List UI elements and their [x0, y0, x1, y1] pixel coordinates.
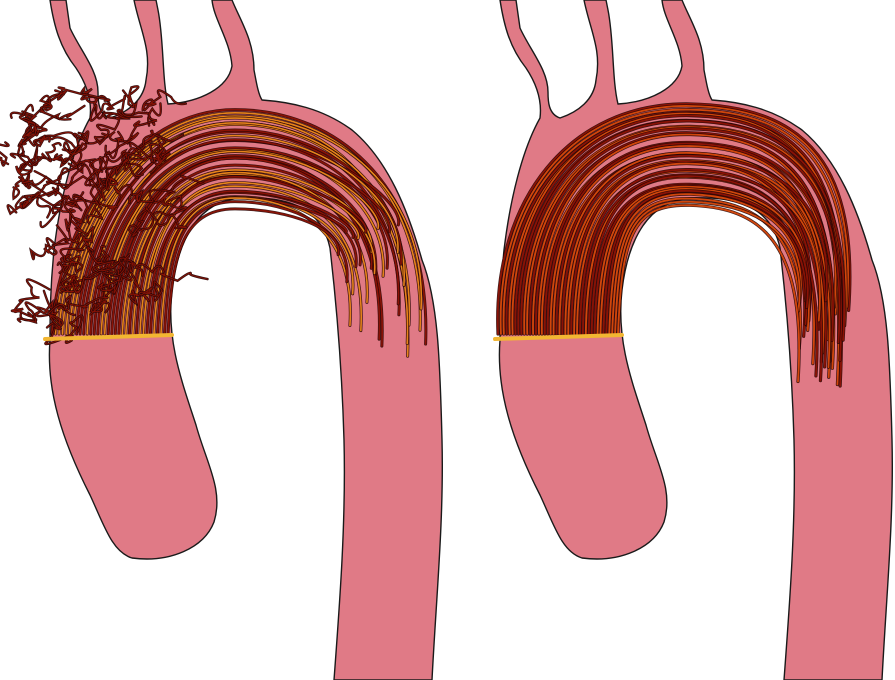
vortex-streamline	[22, 167, 69, 208]
vortex-streamline	[121, 140, 152, 179]
streamline	[520, 119, 846, 342]
vortex-streamline	[135, 263, 208, 282]
streamline	[605, 189, 809, 335]
vortex-streamline	[103, 85, 139, 119]
streamline	[139, 185, 362, 335]
vortex-streamline	[60, 274, 80, 293]
vortex-streamline	[7, 189, 59, 215]
vortex-streamline	[150, 149, 171, 174]
vortex-streamline	[80, 87, 112, 119]
vortex-streamline	[71, 256, 125, 294]
streamline	[167, 208, 340, 335]
streamline	[107, 154, 383, 347]
vortex-streamline	[10, 152, 73, 166]
vortex-streamline	[19, 104, 40, 136]
vortex-streamline	[39, 95, 85, 120]
vortex-streamline	[99, 131, 124, 170]
streamline	[114, 157, 381, 340]
streamline	[529, 127, 841, 344]
vortex-streamline	[105, 156, 130, 191]
streamline	[142, 181, 359, 335]
vortex-streamline	[122, 130, 184, 158]
vortex-streamline	[89, 179, 133, 210]
vortex-streamline	[84, 156, 104, 187]
vortex-streamline	[38, 94, 86, 121]
streamline	[587, 175, 811, 335]
vortex-streamline	[70, 196, 89, 236]
streamline	[614, 200, 801, 335]
streamlines-right	[496, 102, 852, 388]
streamline	[166, 207, 340, 336]
vortex-streamline	[138, 281, 163, 302]
streamline	[608, 193, 802, 335]
vortex-streamline	[0, 141, 9, 167]
vortex-streamline	[22, 164, 86, 190]
vortex-streamline	[142, 89, 187, 111]
streamline	[58, 115, 422, 335]
streamline	[75, 130, 400, 335]
inlet-plane-right	[493, 333, 624, 341]
vortex-streamline	[117, 254, 137, 276]
vortex-streamline	[63, 141, 87, 169]
vortex-streamline	[17, 290, 54, 323]
vortex-streamline	[33, 133, 89, 150]
streamline	[596, 185, 808, 335]
streamline	[611, 197, 802, 350]
streamline	[149, 190, 354, 335]
vortex-streamline	[94, 117, 123, 145]
streamline	[617, 204, 800, 383]
vortex-streamline	[105, 103, 162, 155]
panel-right	[493, 0, 894, 680]
streamline	[117, 164, 373, 335]
vortex-streamline	[11, 278, 51, 317]
vortex-streamline	[90, 95, 143, 122]
streamline	[496, 103, 851, 335]
vortex-streamline	[97, 272, 121, 294]
streamline	[89, 138, 400, 335]
vortex-streamline	[47, 303, 70, 330]
vortex-streamline	[22, 113, 71, 141]
vortex-streamline	[105, 134, 166, 163]
inlet-plane-left	[43, 333, 174, 341]
streamline	[502, 108, 847, 335]
vortex-streamline	[132, 207, 187, 237]
streamline	[79, 129, 402, 335]
streamlines-left	[0, 85, 428, 358]
streamline	[616, 203, 801, 384]
streamline	[579, 168, 812, 335]
vortex-streamline	[153, 191, 183, 209]
streamline	[103, 150, 379, 335]
streamline	[561, 154, 828, 335]
vortex-streamline	[52, 195, 82, 232]
vortex-streamline	[30, 224, 69, 260]
streamline	[160, 197, 352, 335]
streamline	[499, 105, 849, 335]
streamline	[125, 173, 376, 335]
panel-left	[0, 0, 444, 680]
vortex-streamline	[18, 142, 62, 167]
streamline	[570, 161, 823, 382]
